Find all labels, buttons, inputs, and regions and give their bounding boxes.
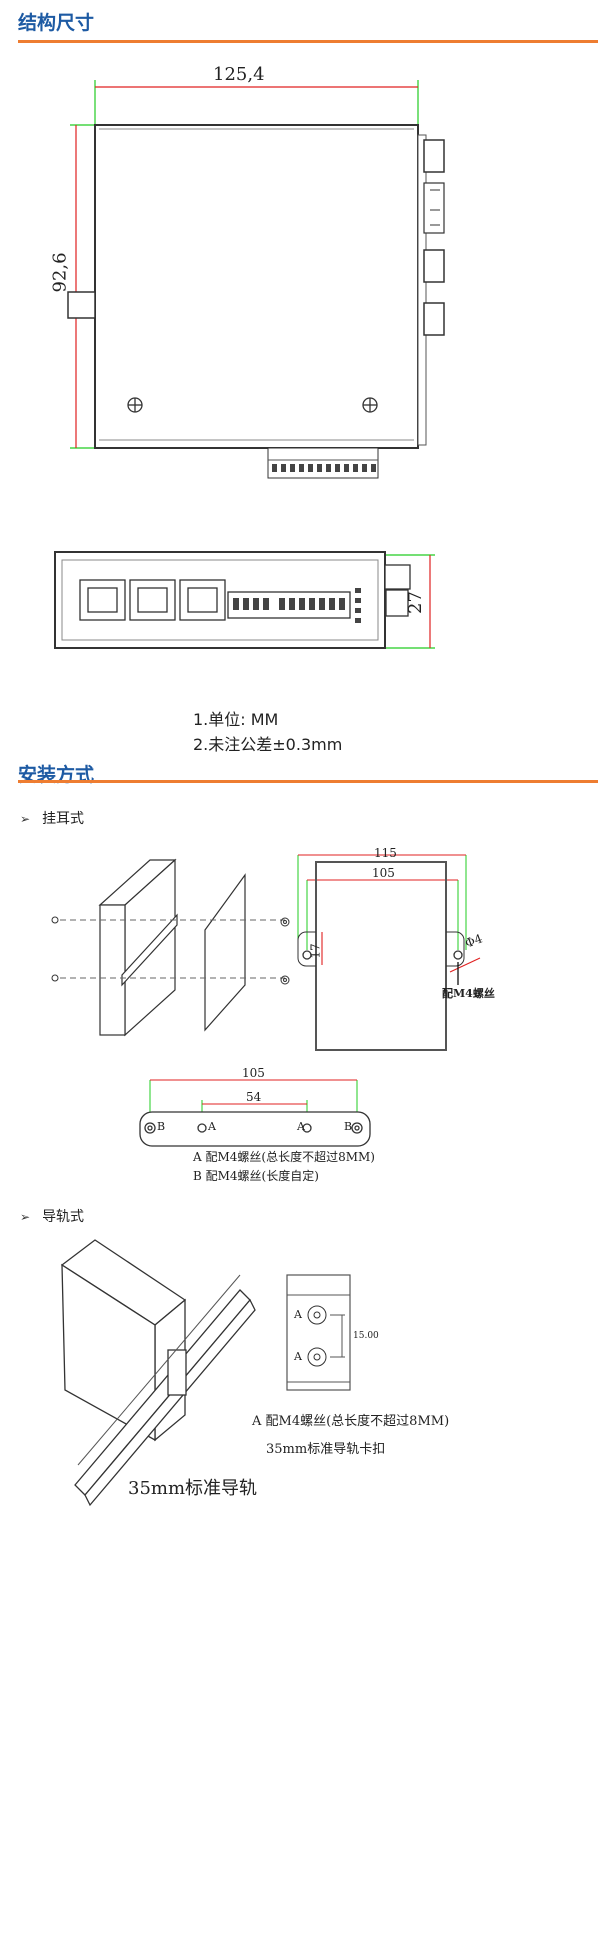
hole-a-left: A	[208, 1120, 216, 1133]
clip-dim: 15.00	[353, 1331, 379, 1341]
hole-b-right: B	[344, 1120, 353, 1133]
ear-mount-label: 挂耳式	[42, 811, 85, 827]
hole-b-left: B	[157, 1120, 166, 1133]
subsection-rail-mount: ➢ 导轨式	[20, 1206, 84, 1226]
ear-mount-drawing	[51, 854, 481, 1147]
subsection-ear-mount: ➢ 挂耳式	[20, 808, 84, 828]
section-divider	[18, 780, 598, 783]
note-unit: 1.单位: MM	[193, 710, 279, 729]
section-divider	[18, 40, 598, 43]
note-tolerance: 2.未注公差±0.3mm	[193, 735, 343, 754]
screw-callout: 配M4螺丝	[442, 987, 495, 1000]
arrow-bullet-icon: ➢	[20, 812, 31, 826]
rail-legend-clip: 35mm标准导轨卡扣	[266, 1442, 386, 1457]
dimension-width: 125,4	[213, 64, 265, 85]
ear-legend-b: B 配M4螺丝(长度自定)	[193, 1169, 319, 1183]
rail-mount-label: 导轨式	[42, 1209, 85, 1225]
bracket-dim-inner: 54	[246, 1090, 262, 1104]
side-view-drawing	[54, 551, 435, 649]
hole-a-right: A	[297, 1120, 305, 1133]
clip-hole-a-bottom: A	[294, 1350, 302, 1363]
dimension-height: 92,6	[49, 252, 71, 293]
rail-legend-a: A 配M4螺丝(总长度不超过8MM)	[252, 1414, 450, 1429]
clip-hole-a-top: A	[294, 1308, 302, 1321]
dimension-depth: 27	[404, 591, 426, 614]
ear-legend-a: A 配M4螺丝(总长度不超过8MM)	[193, 1150, 375, 1164]
rail-label: 35mm标准导轨	[128, 1478, 258, 1499]
bracket-dim-outer: 105	[242, 1066, 265, 1080]
arrow-bullet-icon: ➢	[20, 1210, 31, 1224]
dim-outer: 115	[374, 846, 397, 860]
rail-mount-drawing	[60, 1239, 351, 1507]
top-view-drawing	[67, 80, 445, 479]
dim-inner: 105	[372, 866, 395, 880]
section-title-structure: 结构尺寸	[18, 12, 95, 34]
dim-slot: 17	[308, 943, 323, 959]
